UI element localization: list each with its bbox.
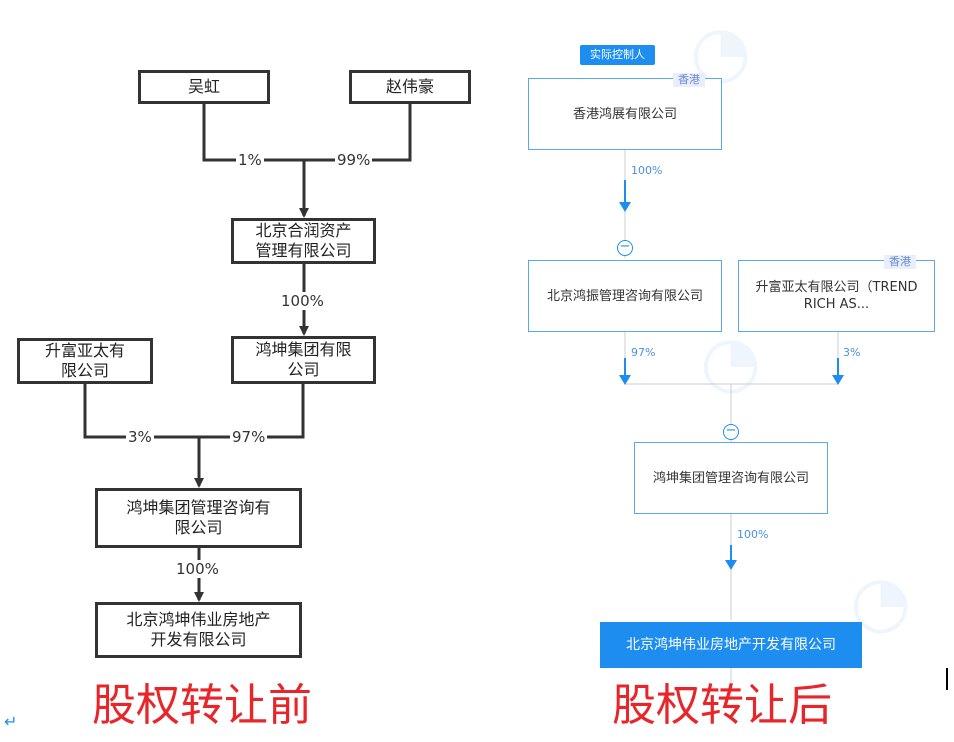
- pct-hongkun-group: 97%: [230, 428, 268, 446]
- node-realestate-after[interactable]: 北京鸿坤伟业房地产开发有限公司: [600, 622, 862, 668]
- pct-hk-hongzhan: 100%: [631, 164, 663, 177]
- pct-shengfu: 3%: [126, 428, 154, 446]
- collapse-icon[interactable]: −: [617, 240, 633, 256]
- node-consulting: 鸿坤集团管理咨询有 限公司: [95, 488, 302, 548]
- node-shengfu-after[interactable]: 升富亚太有限公司（TREND RICH AS...: [738, 260, 935, 332]
- node-shengfu: 升富亚太有 限公司: [17, 338, 153, 384]
- pct-hongzhen: 97%: [631, 346, 656, 359]
- node-realestate: 北京鸿坤伟业房地产 开发有限公司: [95, 602, 302, 658]
- node-wuhong: 吴虹: [138, 70, 270, 104]
- before-connector-top: [202, 104, 412, 162]
- node-hongzhen[interactable]: 北京鸿振管理咨询有限公司: [528, 260, 722, 332]
- node-hongkun-group: 鸿坤集团有限 公司: [231, 336, 376, 384]
- node-zhaoweihao: 赵伟豪: [349, 70, 471, 104]
- pct-wuhong: 1%: [236, 151, 264, 169]
- node-hk-hongzhan[interactable]: 香港鸿展有限公司: [528, 78, 722, 150]
- caption-before: 股权转让前: [92, 680, 312, 731]
- collapse-icon[interactable]: −: [723, 424, 739, 440]
- pct-consulting-after: 100%: [737, 528, 769, 541]
- pct-herun: 100%: [279, 292, 326, 310]
- pct-consulting: 100%: [174, 560, 221, 578]
- pct-shengfu-after: 3%: [843, 346, 861, 359]
- actual-controller-badge: 实际控制人: [580, 45, 655, 65]
- text-cursor: [946, 668, 948, 690]
- before-connector-mid: [83, 382, 305, 439]
- region-tag-hk: 香港: [884, 255, 916, 269]
- caption-after: 股权转让后: [612, 680, 832, 731]
- node-consulting-after[interactable]: 鸿坤集团管理咨询有限公司: [634, 442, 828, 514]
- return-symbol: ↵: [4, 712, 18, 731]
- node-herun: 北京合润资产 管理有限公司: [231, 218, 376, 264]
- pct-zhaoweihao: 99%: [335, 151, 373, 169]
- region-tag-hk: 香港: [673, 73, 705, 87]
